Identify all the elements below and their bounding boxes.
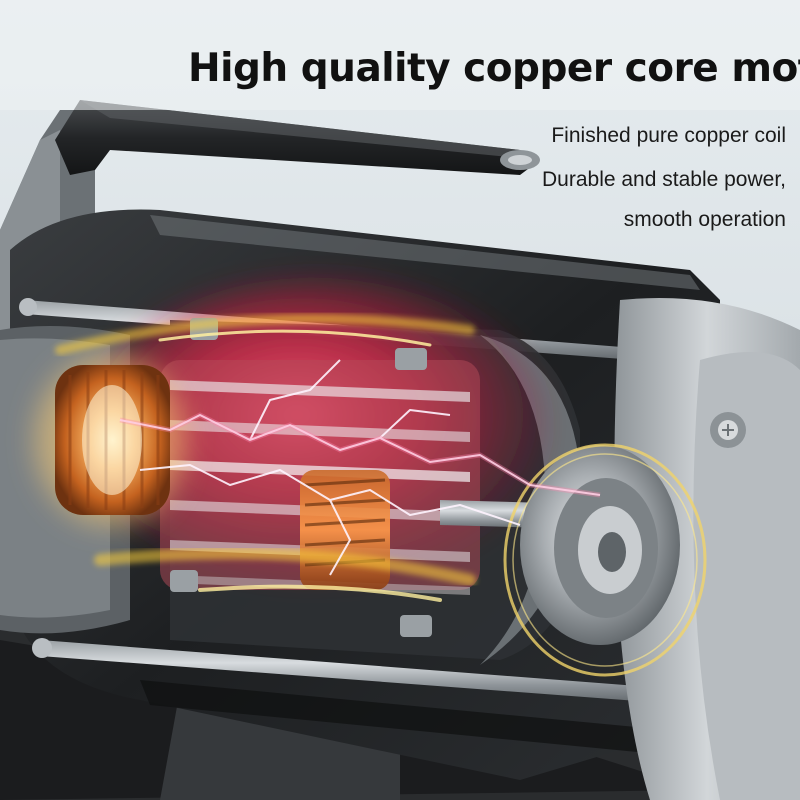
feature-copper-coil: Finished pure copper coil bbox=[551, 124, 786, 147]
feature-smooth-operation: smooth operation bbox=[623, 208, 786, 231]
feature-durable-power: Durable and stable power, bbox=[542, 168, 786, 191]
headline-title: High quality copper core motor bbox=[188, 46, 800, 91]
